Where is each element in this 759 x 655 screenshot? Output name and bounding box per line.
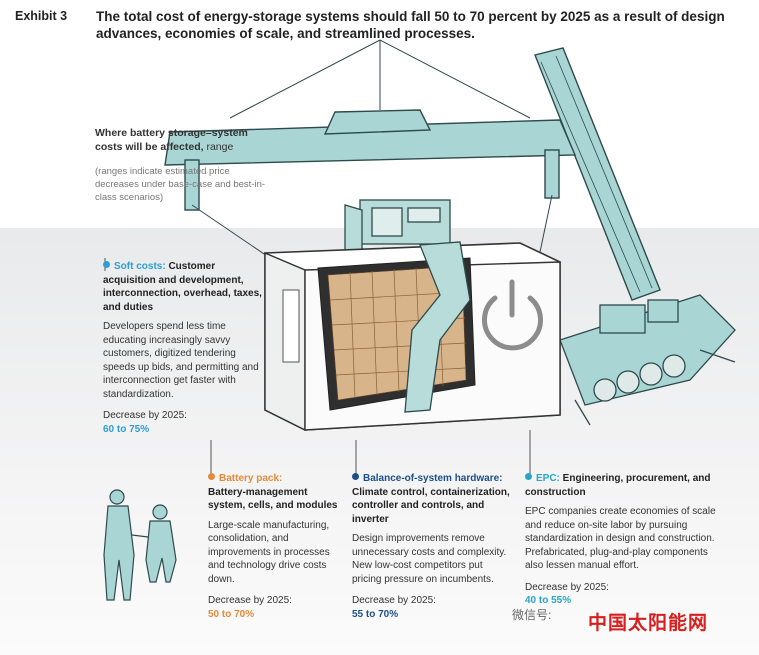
- exhibit-label: Exhibit 3: [15, 9, 68, 23]
- soft-costs-decrease-label: Decrease by 2025:: [103, 410, 187, 421]
- soft-costs-body: Developers spend less time educating inc…: [103, 321, 259, 400]
- intro-title-bold: Where battery storage–system costs will …: [95, 127, 248, 153]
- epc-key: EPC:: [536, 473, 560, 484]
- balance-of-system-body: Design improvements remove unnecessary c…: [352, 533, 507, 585]
- epc-heading: EPC: Engineering, procurement, and const…: [525, 472, 725, 499]
- balance-of-system-block: Balance-of-system hardware: Climate cont…: [352, 472, 510, 621]
- battery-pack-decrease-label: Decrease by 2025:: [208, 595, 292, 606]
- balance-of-system-decrease-label: Decrease by 2025:: [352, 595, 436, 606]
- epc-title: Engineering, procurement, and constructi…: [525, 473, 711, 498]
- crane-cables: [229, 39, 531, 119]
- intro-title-rest: range: [203, 141, 234, 153]
- soft-costs-key: Soft costs:: [114, 261, 166, 272]
- spreader-bar: [164, 109, 577, 211]
- crane-truck: [544, 294, 736, 426]
- soft-costs-dot: [103, 261, 110, 268]
- balance-of-system-key: Balance-of-system hardware:: [363, 473, 503, 484]
- soft-costs-title: Customer acquisition and development, in…: [103, 261, 262, 313]
- epc-range: 40 to 55%: [525, 595, 572, 606]
- epc-body: EPC companies create economies of scale …: [525, 506, 716, 571]
- hvac-unit: [344, 199, 451, 251]
- balance-of-system-dot: [352, 473, 359, 480]
- epc-decrease-label: Decrease by 2025:: [525, 581, 609, 593]
- battery-pack-dot: [208, 473, 215, 480]
- balance-of-system-title: Climate control, containerization, contr…: [352, 486, 510, 525]
- epc-block: EPC: Engineering, procurement, and const…: [525, 472, 725, 608]
- crane-boom: [534, 47, 661, 301]
- battery-pack-key: Battery pack:: [219, 473, 283, 484]
- balance-of-system-heading: Balance-of-system hardware: Climate cont…: [352, 472, 510, 526]
- intro-note: (ranges indicate estimated price decreas…: [95, 166, 266, 203]
- soft-costs-heading: Soft costs: Customer acquisition and dev…: [103, 260, 263, 314]
- soft-costs-range: 60 to 75%: [103, 423, 150, 435]
- headline: The total cost of energy-storage systems…: [96, 9, 725, 41]
- battery-pack-decrease: Decrease by 2025: 50 to 70%: [208, 594, 338, 621]
- storage-container: [264, 241, 561, 432]
- power-icon: [482, 279, 543, 351]
- people-handshake-illustration: [103, 489, 177, 601]
- lift-straps: [191, 194, 553, 259]
- intro-title: Where battery storage–system costs will …: [95, 126, 270, 154]
- balance-of-system-decrease: Decrease by 2025: 55 to 70%: [352, 594, 510, 621]
- wechat-watermark: 微信号:: [512, 608, 552, 622]
- soft-costs-decrease: Decrease by 2025: 60 to 75%: [103, 409, 263, 436]
- soft-costs-block: Soft costs: Customer acquisition and dev…: [103, 260, 263, 436]
- battery-pack-body: Large-scale manufacturing, consolidation…: [208, 519, 330, 585]
- crane-truck-wheels: [593, 354, 686, 402]
- epc-dot: [525, 473, 532, 480]
- balance-of-system-range: 55 to 70%: [352, 608, 399, 620]
- battery-pack-heading: Battery pack:: [208, 472, 338, 486]
- battery-pack-title: Battery-management system, cells, and mo…: [208, 486, 338, 512]
- battery-pack-block: Battery pack: Battery-management system,…: [208, 472, 338, 621]
- battery-pack-range: 50 to 70%: [208, 608, 255, 620]
- epc-decrease: Decrease by 2025: 40 to 55%: [525, 581, 725, 608]
- site-watermark: 中国太阳能网: [588, 612, 709, 634]
